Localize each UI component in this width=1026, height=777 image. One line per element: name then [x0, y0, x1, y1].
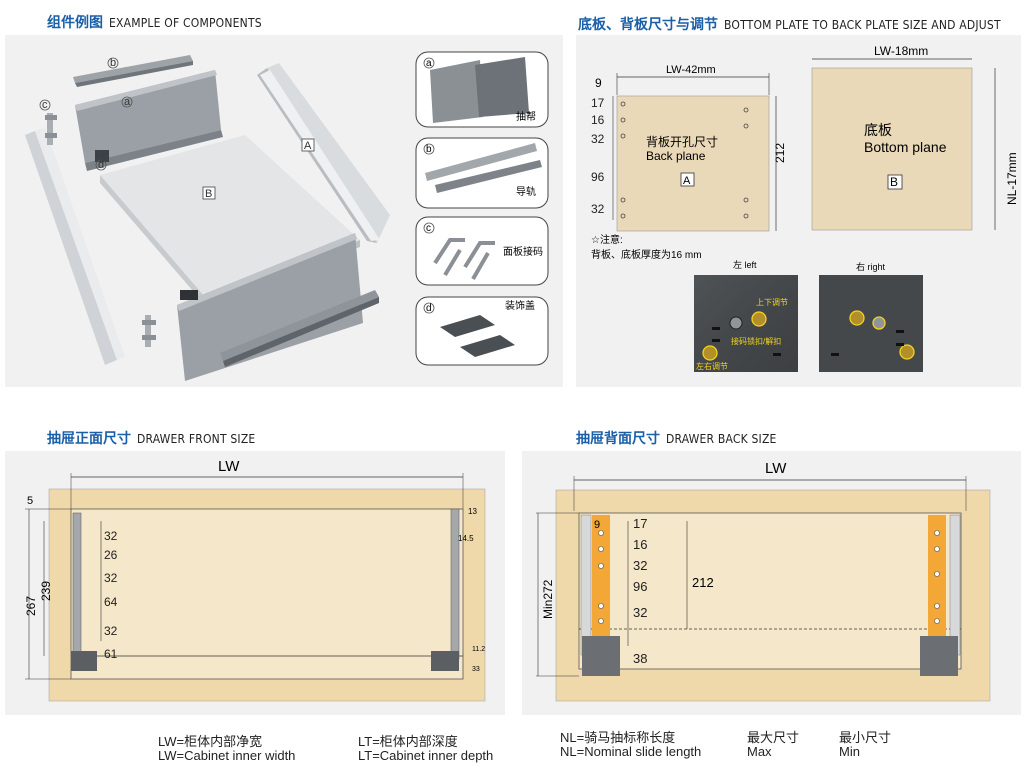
front-panel-left — [25, 127, 125, 365]
svg-text:16: 16 — [633, 537, 647, 552]
svg-text:a: a — [426, 58, 432, 69]
svg-text:32: 32 — [591, 132, 605, 146]
adjust-left-label: 左 left — [733, 259, 757, 270]
drawer-side-a — [75, 70, 223, 171]
svg-text:上下调节: 上下调节 — [756, 298, 788, 307]
front-267: 267 — [24, 596, 38, 616]
svg-text:接码锁扣/解扣: 接码锁扣/解扣 — [731, 336, 781, 346]
plate-size-panel: LW-42mm 9 212 17 16 32 96 32 背板开孔尺寸 Back… — [576, 35, 1021, 387]
back-plate-letter: A — [683, 175, 691, 187]
front-11: 11.2 — [472, 646, 485, 653]
svg-text:96: 96 — [633, 579, 647, 594]
bottom-plate-height: NL-17mm — [1005, 152, 1019, 205]
svg-text:64: 64 — [104, 595, 118, 609]
cover-d — [95, 150, 109, 162]
svg-text:32: 32 — [633, 558, 647, 573]
adjust-photo-left: 上下调节 接码锁扣/解扣 左右调节 — [694, 275, 798, 372]
svg-text:b: b — [426, 144, 432, 155]
svg-text:16: 16 — [591, 113, 605, 127]
drawer-front-panel: LW 5 267 239 32 26 32 64 32 61 13 14.5 1… — [5, 451, 505, 715]
svg-text:c: c — [426, 223, 431, 234]
svg-text:61: 61 — [104, 647, 118, 661]
front-5: 5 — [27, 495, 33, 507]
connector-c — [45, 113, 57, 145]
back-plate-diagram: LW-42mm 9 212 17 16 32 96 32 背板开孔尺寸 Back… — [591, 64, 787, 232]
callout-c: c 面板接码 — [415, 216, 549, 286]
label-B: B — [205, 188, 212, 200]
svg-text:导轨: 导轨 — [516, 185, 536, 198]
label-c-icon: c — [42, 99, 48, 111]
callout-d: d 装饰盖 — [415, 296, 549, 366]
svg-text:32: 32 — [591, 202, 605, 216]
bottom-plate-title-en: Bottom plane — [864, 139, 947, 155]
rail-b — [73, 55, 193, 87]
label-A: A — [304, 140, 312, 152]
back-plate-offset: 9 — [595, 76, 602, 90]
front-lw: LW — [218, 458, 240, 475]
bottom-plate-title-cn: 底板 — [864, 122, 892, 138]
back-min272: Min272 — [541, 579, 555, 619]
back-plate-title-en: Back plane — [646, 149, 706, 163]
back-plate-width: LW-42mm — [666, 64, 716, 76]
label-a-icon: a — [124, 96, 131, 108]
bottom-plate-diagram: LW-18mm NL-17mm 底板 Bottom plane B — [811, 44, 1019, 231]
back-plate-title-cn: 背板开孔尺寸 — [646, 135, 718, 149]
svg-text:32: 32 — [104, 624, 118, 638]
svg-text:32: 32 — [104, 571, 118, 585]
front-239: 239 — [39, 581, 53, 601]
svg-text:17: 17 — [633, 516, 647, 531]
svg-text:96: 96 — [591, 170, 605, 184]
drawer-side-right — [177, 233, 363, 381]
rail-bottom — [220, 290, 379, 367]
front-33: 33 — [472, 666, 480, 673]
adjust-photo-right — [819, 275, 923, 372]
svg-text:38: 38 — [633, 651, 647, 666]
label-d-icon: d — [98, 159, 104, 171]
svg-text:装饰盖: 装饰盖 — [505, 299, 535, 312]
back-lw: LW — [765, 460, 787, 477]
svg-text:抽帮: 抽帮 — [516, 110, 536, 123]
connector-bottom — [142, 315, 156, 347]
bottom-plate-width: LW-18mm — [874, 44, 928, 58]
front-13: 13 — [468, 507, 477, 516]
svg-text:32: 32 — [633, 605, 647, 620]
back-212: 212 — [692, 575, 714, 590]
back-panel-a — [257, 63, 390, 243]
label-b-icon: b — [110, 57, 116, 69]
svg-text:d: d — [426, 303, 432, 314]
components-panel: b a c d A B a 抽帮 b 导轨 — [5, 35, 563, 387]
callout-b: b 导轨 — [415, 137, 549, 209]
drawer-back-panel: LW Min272 9 17 16 32 96 32 38 212 — [522, 451, 1021, 715]
note-text: 背板、底板厚度为16 mm — [591, 248, 702, 261]
adjust-right-label: 右 right — [856, 261, 886, 272]
callout-a: a 抽帮 — [415, 51, 549, 128]
svg-text:32: 32 — [104, 529, 118, 543]
svg-text:左右调节: 左右调节 — [696, 361, 728, 371]
back-plate-height: 212 — [773, 143, 787, 163]
bottom-plate-letter: B — [890, 175, 898, 189]
front-14: 14.5 — [458, 534, 474, 543]
svg-text:26: 26 — [104, 548, 118, 562]
svg-text:面板接码: 面板接码 — [503, 245, 543, 258]
svg-text:17: 17 — [591, 96, 605, 110]
back-9: 9 — [594, 519, 600, 531]
note-title: ☆注意: — [591, 233, 623, 246]
